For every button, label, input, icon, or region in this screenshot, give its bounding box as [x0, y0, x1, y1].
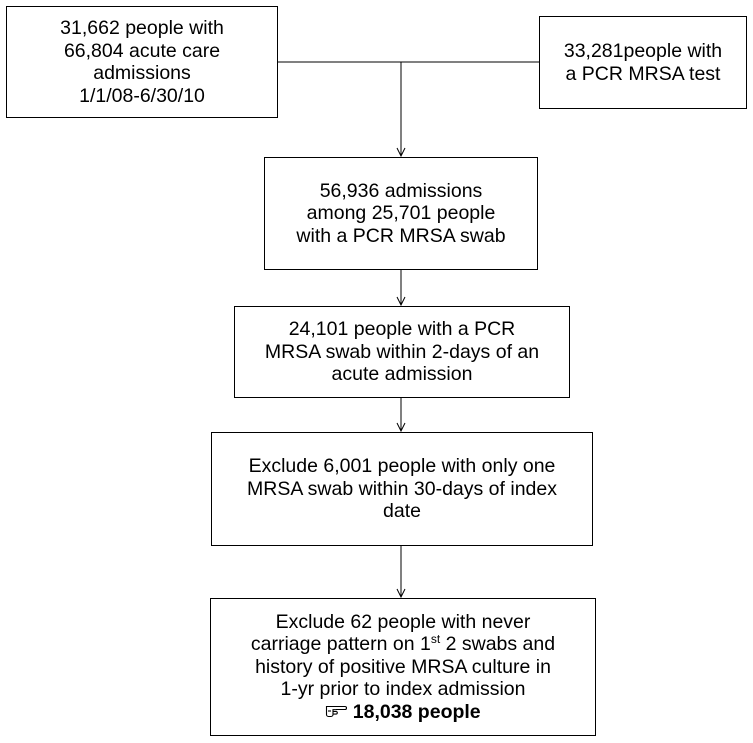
box-text-line: 56,936 admissions [319, 179, 483, 202]
box-text-line: 31,662 people with [60, 17, 224, 39]
box-text-line: 1-yr prior to index admission [280, 678, 526, 701]
superscript-ordinal: st [430, 632, 441, 647]
box-text-line-superscript: carriage pattern on 1st 2 swabs and [251, 633, 555, 656]
final-count: 18,038 people [352, 700, 481, 723]
swab-within-2-days-box: 24,101 people with a PCR MRSA swab withi… [234, 306, 570, 398]
box-text-line: acute admission [331, 363, 473, 386]
box-text-line: MRSA swab within 30-days of index [247, 477, 557, 500]
line-pre-text: carriage pattern on 1 [250, 633, 431, 656]
box-text-line: 24,101 people with a PCR [288, 318, 516, 341]
box-text-line: Exclude 62 people with never [275, 610, 531, 633]
box-text-line: history of positive MRSA culture in [255, 655, 551, 678]
box-text-line: admissions [93, 62, 191, 84]
final-count-row: 18,038 people [325, 700, 481, 724]
line-post-text: 2 swabs and [440, 633, 556, 656]
exclude-never-carriage-box: Exclude 62 people with never carriage pa… [210, 598, 596, 736]
box-text-line: date [383, 500, 421, 523]
box-text-line: among 25,701 people [306, 202, 496, 225]
pointing-hand-icon [325, 701, 348, 717]
exclude-one-swab-box: Exclude 6,001 people with only one MRSA … [211, 432, 593, 546]
box-text-line: 33,281people with [563, 40, 723, 62]
box-text-line: 66,804 acute care [63, 39, 221, 62]
box-text-line: a PCR MRSA test [565, 62, 721, 85]
source-pcr-test-box: 33,281people with a PCR MRSA test [539, 16, 747, 109]
box-text-line: 1/1/08-6/30/10 [79, 84, 205, 107]
box-text-line: with a PCR MRSA swab [296, 224, 506, 247]
admissions-with-swab-box: 56,936 admissions among 25,701 people wi… [264, 157, 538, 270]
box-text-line: Exclude 6,001 people with only one [248, 455, 556, 478]
box-text-line: MRSA swab within 2-days of an [264, 340, 540, 363]
source-admissions-box: 31,662 people with 66,804 acute care adm… [6, 6, 278, 118]
